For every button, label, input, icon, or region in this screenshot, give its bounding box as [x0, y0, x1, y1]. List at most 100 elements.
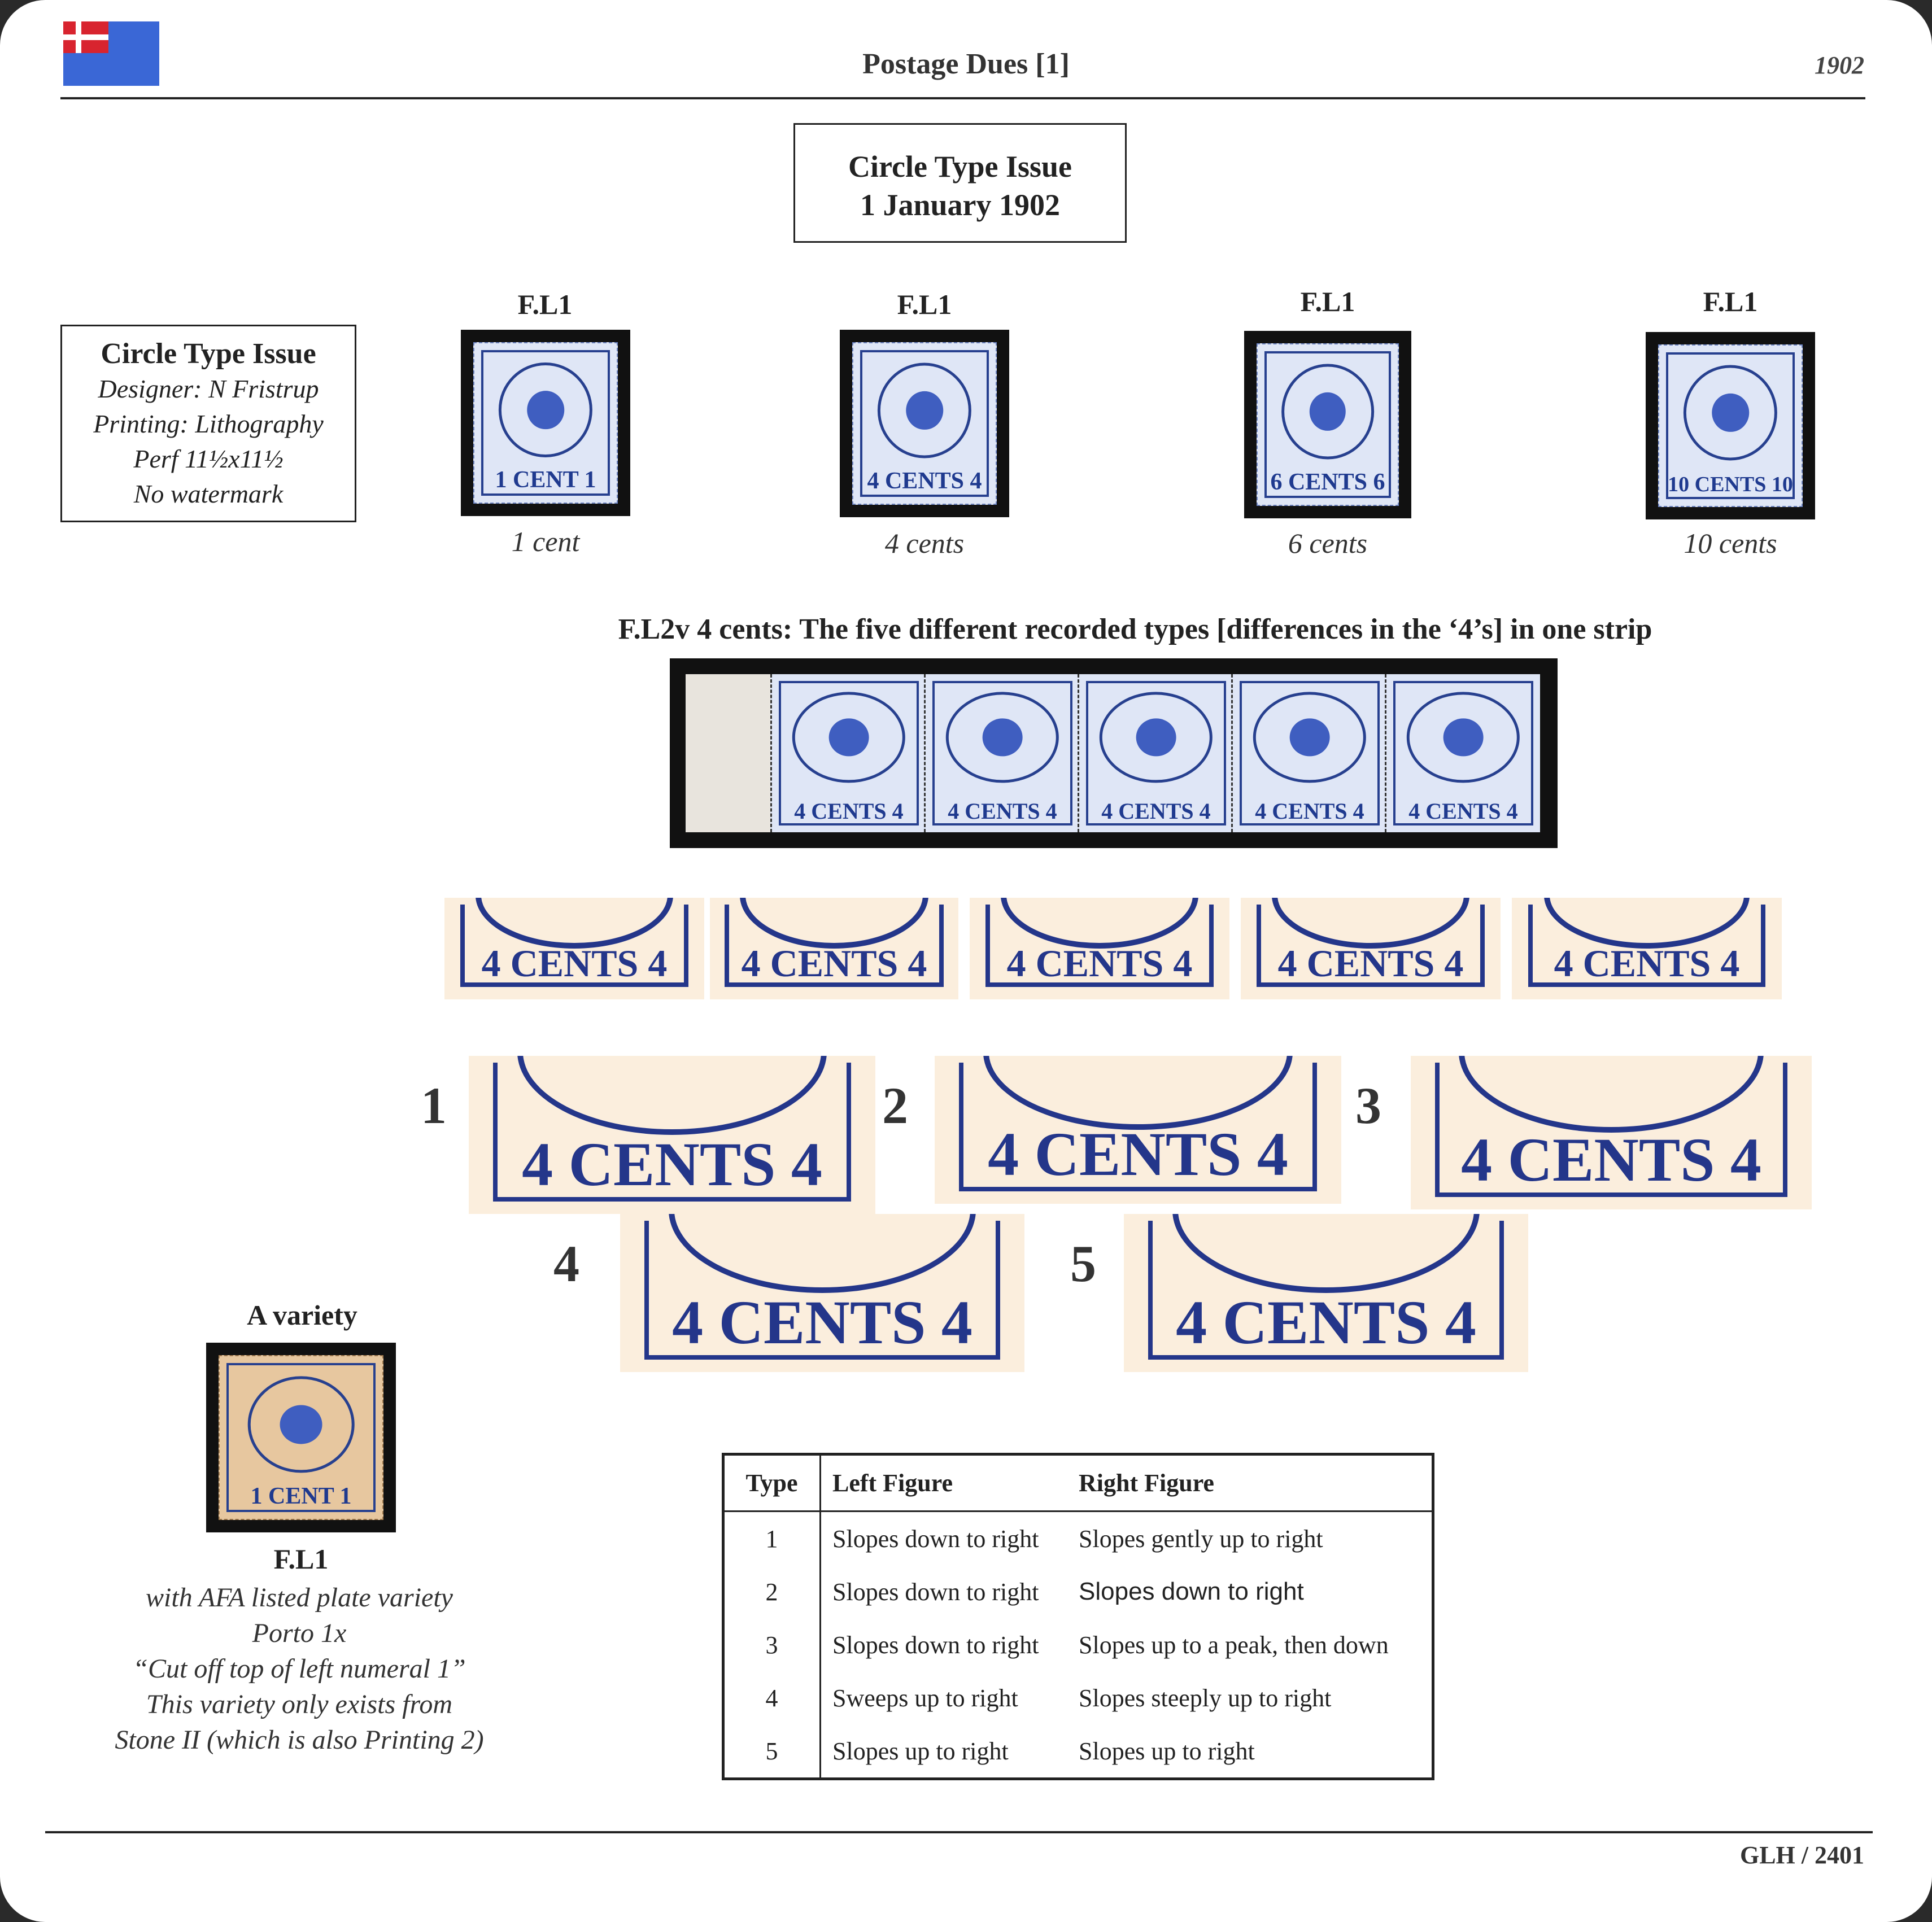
variety-caption-line: with AFA listed plate variety	[146, 1583, 453, 1613]
strip-value-text: 4 CENTS 4	[794, 798, 904, 824]
strip-stamp-4: 4 CENTS 4	[1231, 674, 1386, 832]
page-title: Postage Dues [1]	[862, 48, 1070, 80]
stamp-6-cents: 6 CENTS 6	[1244, 331, 1411, 518]
info-designer: Designer: N Fristrup	[98, 374, 319, 403]
header-rule	[60, 97, 1865, 99]
table-cell: 3	[723, 1618, 821, 1671]
enlarged-text: 4 CENTS 4	[1277, 942, 1464, 985]
table-cell: Slopes up to a peak, then down	[1079, 1631, 1389, 1659]
variety-caption-line: “Cut off top of left numeral 1”	[133, 1654, 466, 1684]
variety-label: F.L1	[273, 1543, 329, 1575]
large-enlarged-type-2: 4 CENTS 4	[935, 1056, 1341, 1204]
table-cell: Slopes down to right	[832, 1631, 1039, 1659]
stamp-caption-4: 10 cents	[1684, 527, 1777, 559]
enlarged-text: 4 CENTS 4	[1461, 1125, 1761, 1194]
variety-caption-line: Stone II (which is also Printing 2)	[115, 1725, 484, 1755]
stamp-caption-2: 4 cents	[884, 527, 965, 559]
table-row: 4 Sweeps up to right Slopes steeply up to …	[723, 1671, 1433, 1724]
enlarged-text: 4 CENTS 4	[481, 942, 668, 985]
table-cell: Slopes gently up to right	[1079, 1525, 1323, 1553]
type-number-1: 1	[421, 1077, 447, 1134]
enlarged-text: 4 CENTS 4	[522, 1130, 822, 1199]
stamp-caption-1: 1 cent	[511, 526, 580, 557]
table-row: 3 Slopes down to right Slopes up to a peak…	[723, 1618, 1433, 1671]
flag-icon	[63, 21, 159, 86]
strip-title: F.L2v 4 cents: The five different record…	[618, 613, 1652, 645]
stamp-value-text: 4 CENTS 4	[867, 468, 982, 494]
enlarged-type-4: 4 CENTS 4	[1241, 898, 1501, 999]
issue-date: 1 January 1902	[860, 188, 1061, 222]
table-header-row: Type Left Figure Right Figure	[723, 1454, 1433, 1512]
table-row: 5 Slopes up to right Slopes up to right	[723, 1724, 1433, 1779]
strip-stamp-2: 4 CENTS 4	[924, 674, 1079, 832]
enlarged-text: 4 CENTS 4	[741, 942, 927, 985]
table-cell: Slopes down to right	[832, 1525, 1039, 1553]
table-cell: 2	[723, 1565, 821, 1618]
enlarged-text: 4 CENTS 4	[1554, 942, 1740, 985]
strip-stamp-5: 4 CENTS 4	[1385, 674, 1540, 832]
issue-title-box: Circle Type Issue 1 January 1902	[793, 123, 1127, 243]
variety-value-text: 1 CENT 1	[250, 1483, 352, 1509]
variety-caption-line: This variety only exists from	[146, 1689, 453, 1719]
issue-info-box: Circle Type Issue Designer: N Fristrup P…	[60, 325, 356, 522]
stamp-value-text: 6 CENTS 6	[1270, 469, 1385, 495]
table-cell: 5	[723, 1724, 821, 1779]
table-cell: Slopes down to right	[832, 1578, 1039, 1606]
type-number-2: 2	[882, 1077, 908, 1134]
variety-caption-line: Porto 1x	[252, 1618, 347, 1648]
table-cell: Slopes down to right	[1079, 1578, 1304, 1605]
stamp-value-text: 1 CENT 1	[495, 467, 596, 493]
enlarged-text: 4 CENTS 4	[988, 1120, 1288, 1189]
page-reference: GLH / 2401	[1739, 1841, 1864, 1869]
strip-stamp-3: 4 CENTS 4	[1078, 674, 1233, 832]
variety-caption: with AFA listed plate variety Porto 1x “…	[85, 1580, 514, 1758]
type-number-3: 3	[1355, 1077, 1381, 1134]
stamp-4-cents: 4 CENTS 4	[840, 330, 1009, 517]
stamp-value-text: 10 CENTS 10	[1668, 473, 1793, 496]
strip-value-text: 4 CENTS 4	[948, 798, 1057, 824]
table-cell: Slopes up to right	[1079, 1737, 1255, 1765]
issue-title: Circle Type Issue	[848, 150, 1072, 184]
large-enlarged-type-3: 4 CENTS 4	[1411, 1056, 1812, 1209]
table-cell: Sweeps up to right	[832, 1684, 1018, 1712]
strip-value-text: 4 CENTS 4	[1255, 798, 1364, 824]
type-number-4: 4	[553, 1235, 579, 1292]
info-title: Circle Type Issue	[101, 338, 316, 370]
stamp-label-2: F.L1	[897, 289, 952, 320]
table-header: Right Figure	[1067, 1454, 1433, 1512]
page-year: 1902	[1815, 51, 1864, 79]
enlarged-text: 4 CENTS 4	[1176, 1288, 1476, 1357]
type-number-5: 5	[1070, 1235, 1096, 1292]
stamp-label-1: F.L1	[517, 289, 573, 320]
table-cell: Slopes steeply up to right	[1079, 1684, 1332, 1712]
enlarged-type-1: 4 CENTS 4	[444, 898, 704, 999]
stamp-caption-3: 6 cents	[1288, 527, 1368, 559]
variety-stamp: 1 CENT 1	[206, 1343, 396, 1532]
strip-selvage	[686, 674, 770, 832]
stamp-strip: 4 CENTS 4 4 CENTS 4 4 CENTS 4 4 CENTS 4 …	[670, 658, 1558, 848]
stamp-label-3: F.L1	[1300, 286, 1355, 317]
variety-title: A variety	[247, 1299, 357, 1331]
info-perf: Perf 11½x11½	[133, 444, 284, 473]
table-header: Type	[723, 1454, 821, 1512]
enlarged-text: 4 CENTS 4	[672, 1288, 972, 1357]
enlarged-type-3: 4 CENTS 4	[970, 898, 1229, 999]
footer-rule	[45, 1831, 1873, 1833]
stamp-1-cent: 1 CENT 1	[461, 330, 630, 516]
stamp-10-cents: 10 CENTS 10	[1646, 332, 1815, 519]
enlarged-type-5: 4 CENTS 4	[1512, 898, 1782, 999]
table-row: 2 Slopes down to right Slopes down to righ…	[723, 1565, 1433, 1618]
enlarged-type-2: 4 CENTS 4	[710, 898, 958, 999]
table-header: Left Figure	[820, 1454, 1067, 1512]
enlarged-strip-row: 4 CENTS 4 4 CENTS 4 4 CENTS 4 4 CENTS 4 …	[444, 898, 1782, 999]
enlarged-text: 4 CENTS 4	[1006, 942, 1193, 985]
large-enlarged-type-4: 4 CENTS 4	[620, 1214, 1024, 1372]
strip-value-text: 4 CENTS 4	[1408, 798, 1518, 824]
table-cell: Slopes up to right	[832, 1737, 1009, 1765]
table-cell: 4	[723, 1671, 821, 1724]
large-enlarged-type-1: 4 CENTS 4	[469, 1056, 875, 1214]
strip-value-text: 4 CENTS 4	[1101, 798, 1211, 824]
